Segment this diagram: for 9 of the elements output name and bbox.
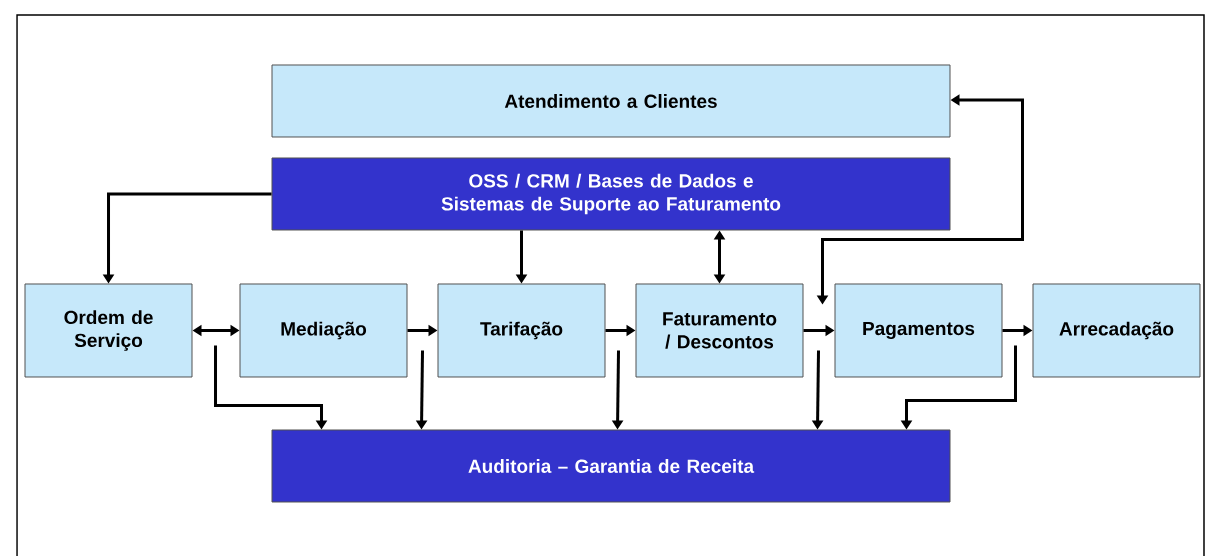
system-bar: Auditoria – Garantia de Receita [271, 429, 951, 503]
process-box: Mediação [239, 283, 408, 378]
process-box: Atendimento a Clientes [271, 64, 951, 138]
process-box: Tarifação [437, 283, 606, 378]
system-bar: OSS / CRM / Bases de Dados e Sistemas de Suporte ao Faturamento [271, 157, 951, 231]
process-box: Ordem de Serviço [24, 283, 193, 378]
process-box: Pagamentos [834, 283, 1003, 378]
process-box: Faturamento / Descontos [635, 283, 804, 378]
process-box: Arrecadação [1032, 283, 1201, 378]
